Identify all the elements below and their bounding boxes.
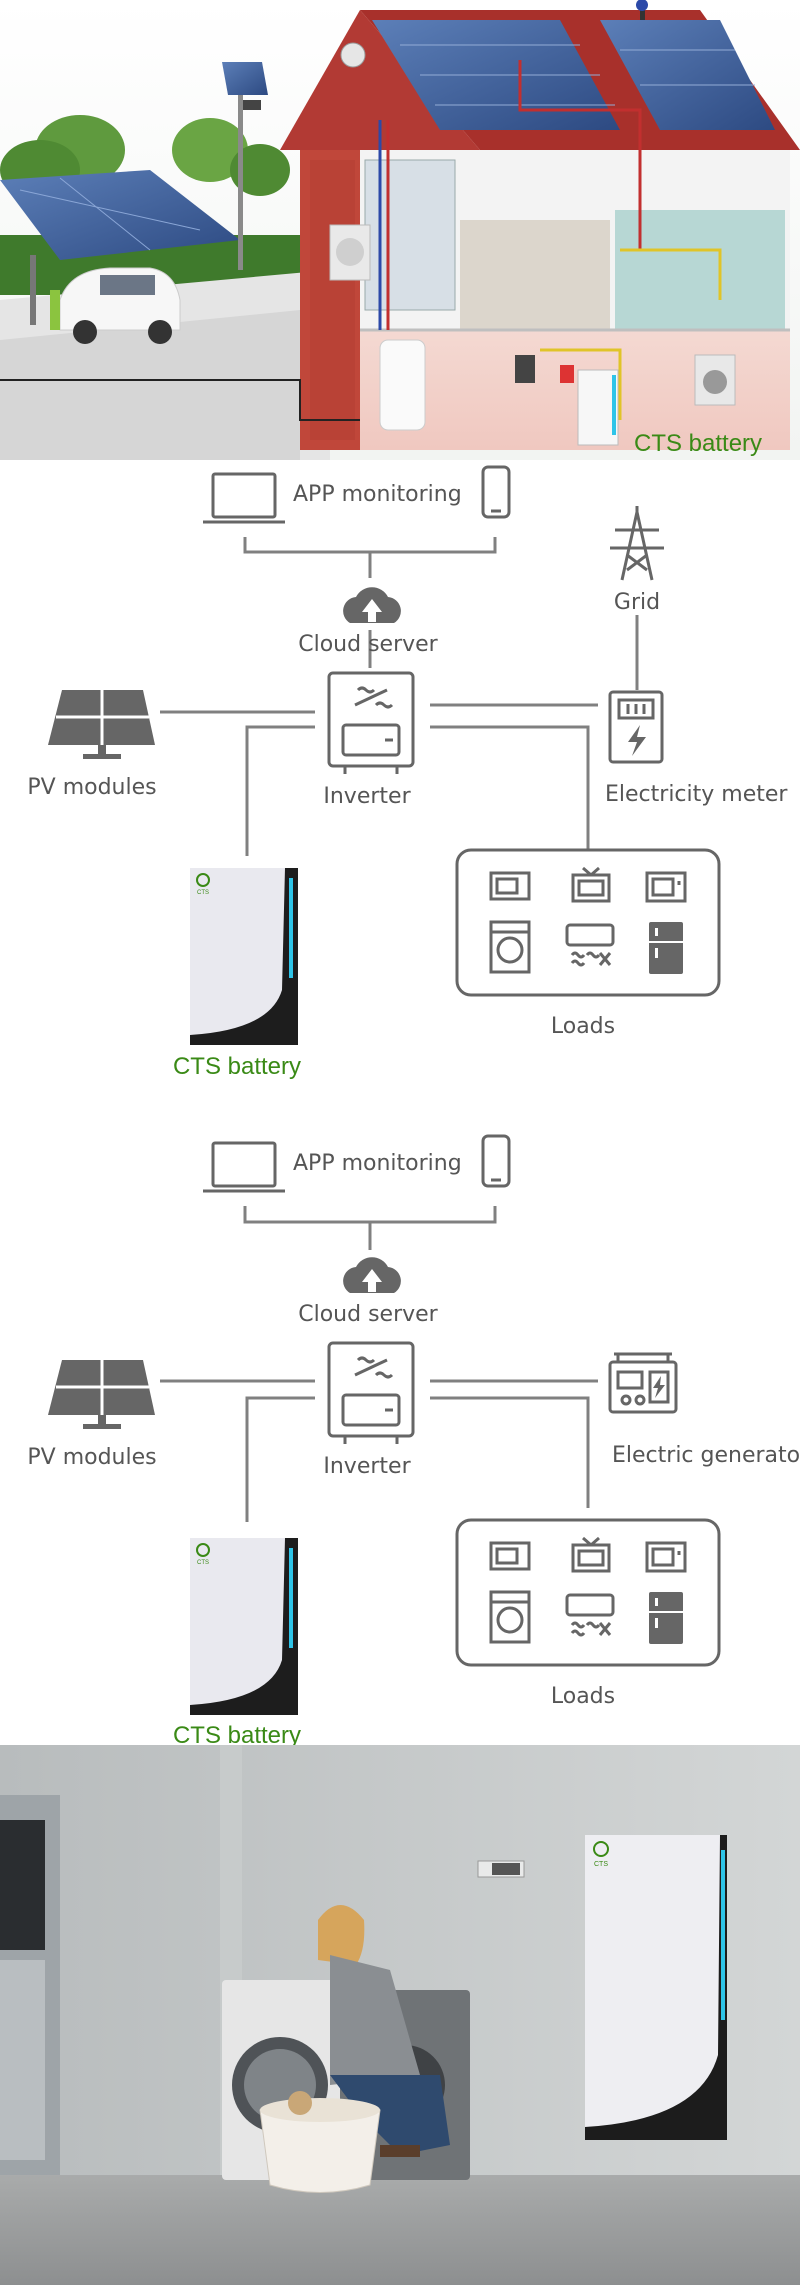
refrigerator-icon-2: [649, 1592, 683, 1644]
oven-icon: [645, 871, 687, 903]
microwave-icon-2: [489, 1541, 531, 1571]
electricity-meter-icon: [608, 690, 664, 764]
pv-modules-label: PV modules: [27, 775, 156, 800]
battery-logo-3: CTS: [594, 1861, 608, 1868]
loads-box-2: [455, 1518, 721, 1667]
house-scene: CTS battery: [0, 0, 800, 460]
generator-icon: [608, 1352, 678, 1414]
loads-label-2: Loads: [551, 1684, 615, 1709]
cts-battery-icon-2: CTS: [190, 1538, 298, 1715]
grid-tower-icon: [610, 506, 664, 581]
electric-generator-label: Electric generator: [612, 1443, 800, 1468]
app-monitoring-label: APP monitoring: [293, 482, 462, 507]
inverter-icon: [327, 671, 415, 774]
cts-battery-photo: CTS: [585, 1835, 727, 2140]
tv-icon: [571, 866, 611, 903]
house-icon: [0, 0, 800, 450]
refrigerator-icon: [649, 922, 683, 974]
cts-battery-icon: CTS: [190, 868, 298, 1045]
cloud-icon: [343, 587, 401, 623]
battery-logo: CTS: [197, 890, 209, 896]
loads-box: [455, 848, 721, 997]
inverter-label-2: Inverter: [323, 1454, 411, 1479]
air-conditioner-icon-2: [565, 1593, 615, 1637]
electric-car-icon: [50, 267, 181, 344]
pv-module-icon: [48, 690, 155, 759]
loads-label: Loads: [551, 1014, 615, 1039]
cloud-server-label: Cloud server: [298, 632, 438, 657]
inverter-label: Inverter: [323, 784, 411, 809]
person-figure: [318, 1905, 450, 2157]
laptop-icon-2: [203, 1141, 285, 1193]
hero-battery-label: CTS battery: [634, 430, 762, 457]
battery-logo-2: CTS: [197, 1560, 209, 1566]
pv-modules-label-2: PV modules: [27, 1445, 156, 1470]
refrigerator-photo: [0, 1795, 60, 2175]
electricity-meter-label: Electricity meter: [605, 782, 788, 807]
cts-battery-label-2: CTS battery: [173, 1722, 301, 1745]
connection-lines-2: [160, 1206, 598, 1522]
laundry-room-photo: CTS: [0, 1745, 800, 2285]
system-diagram-generator: APP monitoring Cloud server PV modules I…: [0, 1090, 800, 1749]
diagram2-svg: APP monitoring Cloud server PV modules I…: [27, 1134, 800, 1749]
tv-icon-2: [571, 1536, 611, 1573]
system-diagram-grid: APP monitoring Cloud server Grid PV modu…: [0, 460, 800, 1090]
house-illustration: CTS battery: [0, 0, 800, 460]
oven-icon-2: [645, 1541, 687, 1573]
air-conditioner-icon: [565, 923, 615, 967]
cts-battery-label: CTS battery: [173, 1053, 301, 1080]
phone-icon-2: [481, 1134, 511, 1188]
inverter-icon-2: [327, 1341, 415, 1444]
diagram1-svg: APP monitoring Cloud server Grid PV modu…: [27, 465, 788, 1080]
app-monitoring-label-2: APP monitoring: [293, 1151, 462, 1176]
phone-icon: [481, 465, 511, 519]
carport-solar-icon: [0, 170, 240, 325]
laundry-basket: [259, 2091, 381, 2193]
washing-machine-icon: [489, 920, 531, 974]
cloud-icon-2: [343, 1257, 401, 1293]
grid-label: Grid: [614, 590, 660, 615]
cloud-server-label-2: Cloud server: [298, 1302, 438, 1327]
laptop-icon: [203, 472, 285, 524]
microwave-icon: [489, 871, 531, 901]
laundry-scene: CTS: [0, 1745, 800, 2285]
pv-module-icon-2: [48, 1360, 155, 1429]
connection-lines: [160, 537, 639, 856]
washing-machine-icon-2: [489, 1590, 531, 1644]
solar-lamp-icon: [222, 62, 268, 270]
